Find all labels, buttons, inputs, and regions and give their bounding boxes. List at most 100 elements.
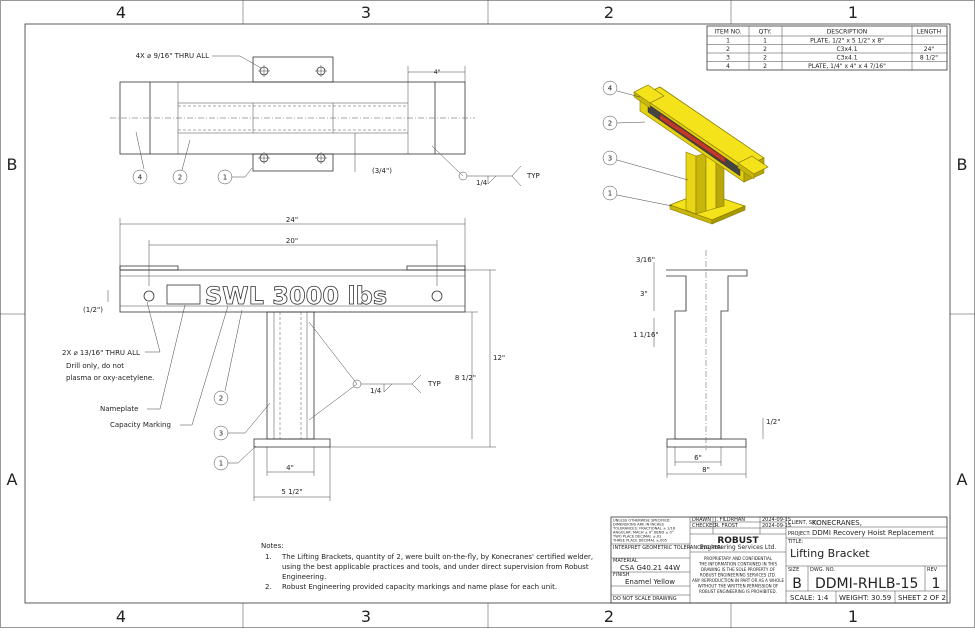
front-view-hole-right [431, 290, 443, 302]
tb-interpret: INTERPRET GEOMETRIC TOLERANCING PER: [613, 545, 723, 551]
note-text-0: The Lifting Brackets, quantity of 2, wer… [281, 553, 593, 561]
tb-proprietary-line-2: DRAWING IS THE SOLE PROPERTY OF [701, 567, 776, 572]
front-view-nameplate [166, 284, 201, 305]
zone-bottom-3: 3 [361, 607, 371, 626]
tb-size-label: SIZE [788, 567, 799, 573]
tb-drawn-name: J. FILDRHAN [714, 517, 745, 523]
front-view-base-plate [253, 438, 331, 448]
iso-balloon-4-label: 4 [608, 85, 613, 93]
tb-checked-label: CHECKED [692, 523, 716, 529]
bom-header-length: LENGTH [917, 29, 941, 36]
note-number-3: 2. [265, 583, 272, 591]
top-balloon-1-label: 1 [223, 174, 227, 182]
front-view-dim-512: 5 1/2" [281, 488, 302, 496]
iso-balloon-3 [602, 150, 618, 166]
side-view-base-plate [666, 438, 747, 448]
tb-dwg-no: DDMI-RHLB-15 [815, 576, 918, 592]
front-view-dim-12in: 12" [493, 354, 505, 362]
side-view-dim-6: 6" [694, 454, 702, 462]
zone-right-b: B [957, 155, 968, 174]
bom-header-item: ITEM NO. [714, 29, 741, 36]
front-view: 24" 20" SWL 3000 lbs (1/2") 12" 8 1/2" [62, 216, 505, 501]
front-view-swl-text: SWL 3000 lbs [205, 282, 387, 310]
top-balloon-4-label: 4 [138, 174, 143, 182]
front-view-dim-20: 20" [286, 237, 298, 245]
bom-header-description: DESCRIPTION [827, 29, 868, 36]
tb-checked-name: R. FROST [715, 523, 739, 529]
tb-proprietary-line-0: PROPRIETARY AND CONFIDENTIAL [704, 556, 773, 561]
zone-bottom-2: 2 [604, 607, 614, 626]
tb-finish: Enamel Yellow [625, 578, 675, 586]
side-view-dim-half: 1/2" [766, 418, 781, 426]
tb-drawn-label: DRAWN [692, 517, 711, 523]
tb-title-label: TITLE: [787, 539, 804, 545]
top-view-upper-plate [252, 56, 334, 83]
note-number-0: 1. [265, 553, 272, 561]
title-block-spec-lines: UNLESS OTHERWISE SPECIFIED:DIMENSIONS AR… [612, 519, 676, 543]
tb-do-not-scale: DO NOT SCALE DRAWING [613, 596, 677, 602]
bom-cell-r0-c2: PLATE, 1/2" x 5 1/2" x 8" [810, 38, 884, 45]
tb-client-label: CLIENT, SR: [788, 520, 817, 526]
front-balloon-1-label: 1 [219, 460, 223, 468]
notes: Notes: 1.The Lifting Brackets, quantity … [261, 542, 593, 591]
tb-sheet: SHEET 2 OF 2 [898, 594, 946, 602]
tb-spec-line-0: UNLESS OTHERWISE SPECIFIED: [613, 519, 671, 523]
top-view-hole-note: 4X ⌀ 9/16" THRU ALL [136, 52, 210, 60]
bom-cell-r2-c3: 8 1/2" [920, 55, 938, 62]
tb-material-label: MATERIAL [613, 558, 638, 564]
bom-cell-r0-c0: 1 [726, 38, 730, 45]
tb-finish-label: FINISH [613, 572, 630, 578]
tb-rev: 1 [932, 576, 941, 592]
tb-weight: WEIGHT: 30.59 [839, 594, 891, 602]
iso-balloon-3-label: 3 [608, 155, 612, 163]
iso-balloon-1-label: 1 [608, 190, 612, 198]
note-text-1: using the best applicable practices and … [282, 563, 589, 571]
front-view-dim-812: 8 1/2" [455, 374, 476, 382]
tb-spec-line-5: THREE PLACE DECIMAL ±.005 [612, 539, 667, 543]
top-view-dim-4in: 4" [434, 69, 441, 76]
bom-cell-r3-c2: PLATE, 1/4" x 4" x 4 7/16" [808, 63, 886, 70]
front-view-weld-size: 1/4 [370, 387, 382, 395]
front-balloon-2 [213, 390, 229, 406]
side-view-dim-8: 8" [702, 466, 710, 474]
tb-project-label: PROJECT: [788, 531, 811, 537]
tb-proprietary-line-6: ROBUST ENGINEERING IS PROHIBITED. [699, 589, 777, 594]
inner-border [24, 23, 951, 604]
bom-cell-r1-c0: 2 [726, 46, 730, 53]
tb-dwg-label: DWG. NO. [810, 567, 835, 573]
tb-spec-line-1: DIMENSIONS ARE IN INCHES [613, 523, 665, 527]
tb-title: Lifting Bracket [790, 547, 870, 560]
tb-drawn-date: 2024-09-15 [762, 517, 791, 523]
bom-cell-r2-c2: C3x4.1 [836, 55, 857, 62]
side-view-dim-316: 3/16" [636, 256, 655, 264]
tb-scale: SCALE: 1:4 [790, 594, 829, 602]
bom-cell-r3-c1: 2 [763, 63, 767, 70]
tb-proprietary-line-1: THE INFORMATION CONTAINED IN THIS [698, 562, 777, 567]
top-view-holes [258, 65, 327, 164]
front-balloon-3 [213, 425, 229, 441]
front-view-hole-left [143, 290, 155, 302]
zone-top-4: 4 [116, 3, 126, 22]
top-balloon-2-label: 2 [178, 174, 182, 182]
zone-bottom-1: 1 [848, 607, 858, 626]
front-view-weld-typ: TYP [427, 380, 441, 388]
top-balloon-1 [217, 169, 233, 185]
front-view-drill-note-1: Drill only, do not [66, 362, 124, 370]
front-balloon-2-label: 2 [219, 395, 223, 403]
front-balloon-3-label: 3 [219, 430, 223, 438]
tb-checked-date: 2024-09-15 [762, 523, 791, 529]
top-view: 4X ⌀ 9/16" THRU ALL 4" (3/4") 1/4 TYP 4 … [110, 52, 540, 187]
zone-top-2: 2 [604, 3, 614, 22]
iso-post [685, 151, 697, 215]
front-balloon-1 [213, 455, 229, 471]
top-balloon-2 [172, 169, 188, 185]
front-view-dim-half: (1/2") [83, 306, 103, 314]
zone-bottom-4: 4 [116, 607, 126, 626]
iso-balloon-2 [602, 115, 618, 131]
